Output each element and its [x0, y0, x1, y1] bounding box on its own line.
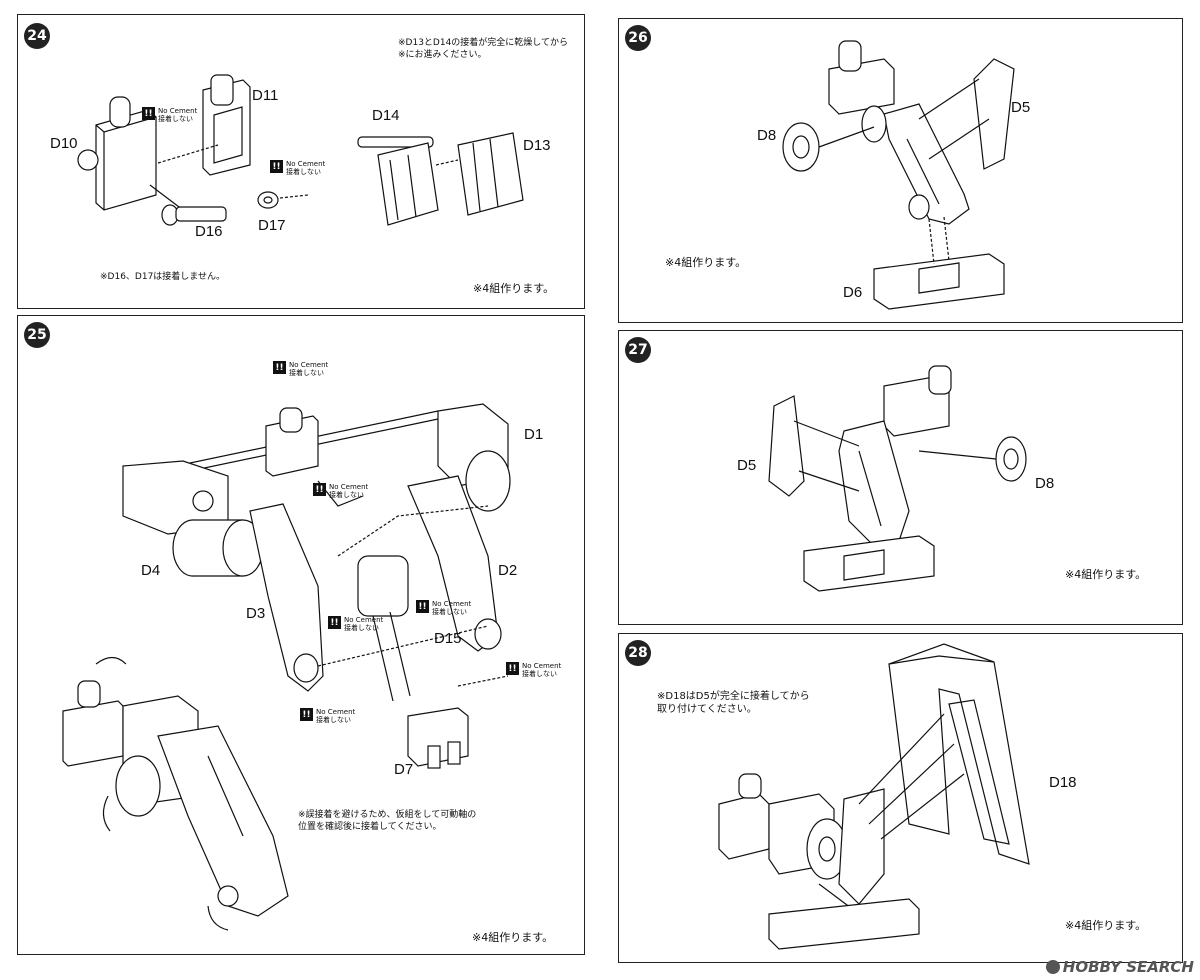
note-mid: ※誤接着を避けるため、仮組をして可動軸の 位置を確認後に接着してください。 — [298, 810, 477, 832]
label-d13: D13 — [523, 137, 551, 154]
label-d8: D8 — [757, 127, 777, 144]
step-number: 28 — [625, 640, 651, 666]
label-d17: D17 — [258, 217, 286, 234]
make-four-note: ※4組作ります。 — [473, 282, 555, 295]
watermark: HOBBY SEARCH — [1045, 958, 1194, 976]
no-cement-badge: !!No Cement 接着しない — [416, 600, 471, 616]
no-cement-text: No Cement 接着しない — [286, 160, 326, 176]
no-cement-text: No Cement 接着しない — [158, 107, 198, 123]
make-four-note: ※4組作ります。 — [472, 931, 554, 944]
no-cement-text: No Cement 接着しない — [432, 600, 472, 616]
step-number: 26 — [625, 25, 651, 51]
label-d18: D18 — [1049, 774, 1077, 791]
label-d10: D10 — [50, 135, 78, 152]
warning-icon: !! — [300, 708, 313, 721]
no-cement-badge: !!No Cement 接着しない — [300, 708, 355, 724]
step-25-illustration — [62, 403, 511, 931]
warning-icon: !! — [313, 483, 326, 496]
note-bottom: ※D16、D17は接着しません。 — [100, 272, 226, 282]
no-cement-text: No Cement 接着しない — [289, 361, 329, 377]
no-cement-badge: !! No Cement 接着しない — [270, 160, 325, 176]
step-24-panel: 24 — [17, 14, 585, 309]
label-d15: D15 — [434, 630, 462, 647]
step-27-illustration — [768, 365, 1027, 592]
watermark-text: HOBBY SEARCH — [1062, 958, 1194, 976]
no-cement-text: No Cement 接着しない — [522, 662, 562, 678]
warning-icon: !! — [273, 361, 286, 374]
step-26-panel: 26 D5 D8 D6 ※4組作ります。 — [618, 18, 1183, 323]
no-cement-badge: !! No Cement 接着しない — [142, 107, 197, 123]
no-cement-badge: !!No Cement 接着しない — [313, 483, 368, 499]
label-d1: D1 — [524, 426, 544, 443]
label-d7: D7 — [394, 761, 414, 778]
label-d3: D3 — [246, 605, 266, 622]
warning-icon: !! — [270, 160, 283, 173]
label-d16: D16 — [195, 223, 223, 240]
warning-icon: !! — [416, 600, 429, 613]
no-cement-badge: !!No Cement 接着しない — [506, 662, 561, 678]
label-d8: D8 — [1035, 475, 1055, 492]
step-25-panel: 25 — [17, 315, 585, 955]
label-d5: D5 — [737, 457, 757, 474]
make-four-note: ※4組作ります。 — [1065, 919, 1147, 932]
step-number: 27 — [625, 337, 651, 363]
make-four-note: ※4組作ります。 — [1065, 568, 1147, 581]
note-top: ※D13とD14の接着が完全に乾燥してから ※にお進みください。 — [398, 38, 569, 60]
make-four-note: ※4組作ります。 — [665, 256, 747, 269]
step-26-illustration — [782, 40, 1015, 310]
hobby-search-logo-icon — [1045, 960, 1060, 974]
step-24-illustration — [77, 74, 524, 226]
label-d2: D2 — [498, 562, 518, 579]
no-cement-text: No Cement 接着しない — [344, 616, 384, 632]
no-cement-badge: !!No Cement 接着しない — [273, 361, 328, 377]
warning-icon: !! — [506, 662, 519, 675]
step-28-note: ※D18はD5が完全に接着してから 取り付けてください。 — [657, 691, 810, 715]
step-number: 25 — [24, 322, 50, 348]
label-d11: D11 — [252, 87, 279, 104]
warning-icon: !! — [142, 107, 155, 120]
step-27-panel: 27 D5 D8 ※4組作ります。 — [618, 330, 1183, 625]
label-d5: D5 — [1011, 99, 1031, 116]
label-d4: D4 — [141, 562, 161, 579]
step-28-panel: 28 D18 ※D18はD5が完全に接着してから 取り付けてください。 ※4組作… — [618, 633, 1183, 963]
no-cement-text: No Cement 接着しない — [316, 708, 356, 724]
label-d14: D14 — [372, 107, 400, 124]
no-cement-text: No Cement 接着しない — [329, 483, 369, 499]
step-28-illustration — [718, 643, 1030, 950]
no-cement-badge: !!No Cement 接着しない — [328, 616, 383, 632]
label-d6: D6 — [843, 284, 863, 301]
step-number: 24 — [24, 23, 50, 49]
warning-icon: !! — [328, 616, 341, 629]
